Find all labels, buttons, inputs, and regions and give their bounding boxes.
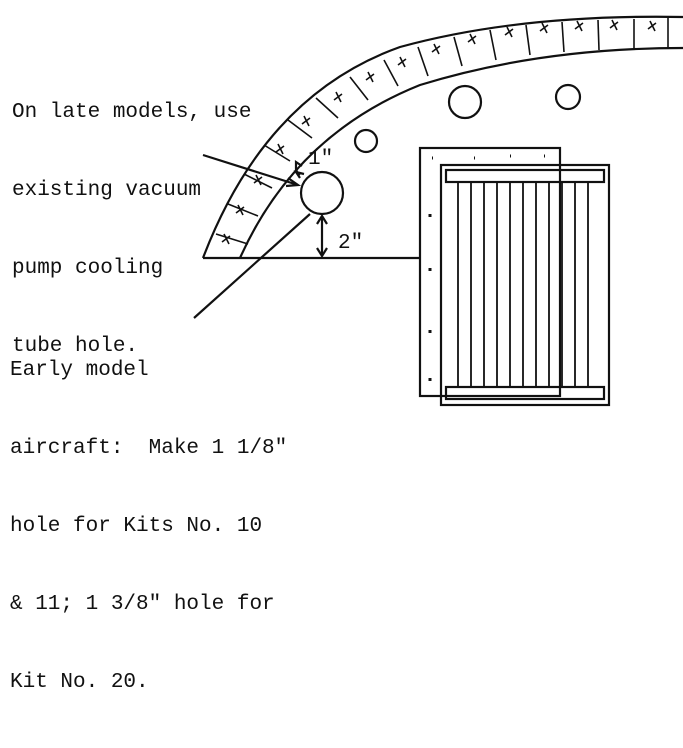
existing-hole-small — [353, 128, 379, 154]
existing-hole-large — [447, 84, 483, 120]
note-line: hole for Kits No. 10 — [10, 515, 263, 538]
cooler-plate-dots — [428, 154, 545, 381]
note-line: aircraft: Make 1 1/8" — [10, 437, 288, 460]
cooler-mounting-plate — [418, 146, 562, 398]
note-line: existing vacuum — [12, 179, 202, 202]
leader-late-models — [202, 153, 299, 187]
installation-drawing: 1" 2" — [193, 15, 683, 407]
cooler-bottom-tank — [444, 385, 606, 401]
cooler-body — [439, 163, 611, 407]
note-line: & 11; 1 3/8" hole for — [10, 593, 275, 616]
diagram: 1" 2" On late models, use existing vacuu… — [10, 15, 683, 694]
note-early-models: Early model aircraft: Make 1 1/8" hole f… — [10, 306, 287, 748]
dimension-arrowheads-2in — [316, 213, 328, 259]
dimension-label-2in: 2" — [338, 232, 363, 255]
outer-arc — [201, 15, 683, 259]
note-line: pump cooling — [12, 257, 164, 280]
cooler-top-tank — [444, 168, 606, 184]
note-line: Early model — [10, 359, 149, 382]
cooler-fins — [457, 182, 589, 387]
note-line: tube hole. — [12, 335, 139, 358]
note-line: On late models, use — [12, 101, 252, 124]
new-hole — [299, 170, 345, 216]
existing-hole-right — [554, 83, 582, 111]
note-late-models: On late models, use existing vacuum pump… — [12, 48, 251, 412]
leader-early-models — [193, 213, 311, 319]
rivet-marks — [221, 19, 657, 245]
band-segments — [215, 18, 669, 245]
inner-arc — [238, 46, 683, 259]
dimension-arrow-1in — [293, 159, 305, 179]
dimension-label-1in: 1" — [308, 148, 333, 171]
note-line: Kit No. 20. — [10, 671, 149, 694]
leader-late-models-arrow — [285, 177, 302, 188]
